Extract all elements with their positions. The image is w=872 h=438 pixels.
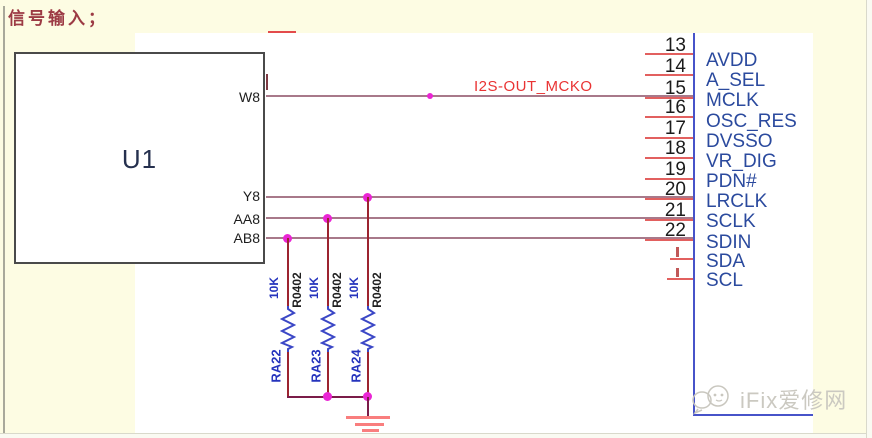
pin-number-18: 18 xyxy=(664,138,686,159)
refdes-label-ra24: RA24 xyxy=(348,349,364,383)
ic-pin-name-scl: SCL xyxy=(706,270,743,291)
ic-bottom-edge xyxy=(693,414,813,416)
page-title: 信号输入； xyxy=(8,9,108,28)
pin-number-20: 20 xyxy=(664,179,686,200)
pin-stub-20 xyxy=(645,198,694,200)
lead-ra22 xyxy=(287,352,289,398)
pin-stub-13 xyxy=(645,53,694,55)
page-right-edge xyxy=(866,0,872,438)
clipped-pin-number-sda xyxy=(676,247,679,257)
lead-ra24 xyxy=(367,352,369,398)
watermark-text: iFix爱修网 xyxy=(740,388,848,413)
ic-pin-name-dvsso: DVSSO xyxy=(706,131,773,152)
wire-sclk xyxy=(266,217,694,219)
wire-gnd-drop xyxy=(367,397,369,417)
ic-pin-name-vr-dig: VR_DIG xyxy=(706,151,777,172)
pin-number-21: 21 xyxy=(664,200,686,221)
pin-number-22: 22 xyxy=(664,220,686,241)
value-label-ra23: 10K xyxy=(307,276,321,300)
pin-number-16: 16 xyxy=(664,97,686,118)
junction-dot-gnd-2 xyxy=(363,392,372,401)
ic-pin-name-sda: SDA xyxy=(706,251,746,272)
pin-stub-15 xyxy=(645,97,694,99)
ic-pin-name-pdn: PDN# xyxy=(706,171,757,192)
u1-pin-label-y8: Y8 xyxy=(242,188,260,204)
pin-stub-14 xyxy=(645,74,694,76)
resistor-symbol-ra22 xyxy=(280,306,296,352)
value-label-ra24: 10K xyxy=(347,276,361,300)
wire-lrclk xyxy=(266,196,694,198)
pin-stub-18 xyxy=(645,157,694,159)
clipped-wire-fragment xyxy=(268,31,296,33)
value-label-ra22: 10K xyxy=(267,276,281,300)
pin-stub-scl xyxy=(667,278,694,280)
u1-pin-label-w8: W8 xyxy=(239,89,260,105)
ic-pin-name-avdd: AVDD xyxy=(706,50,758,71)
pin-stub-22 xyxy=(645,239,694,241)
pin-stub-17 xyxy=(645,137,694,139)
footprint-label-ra22: R0402 xyxy=(290,272,304,308)
ic-pin-name-lrclk: LRCLK xyxy=(706,191,768,212)
junction-dot-mcko xyxy=(427,93,433,99)
page-bottom-edge xyxy=(0,433,872,438)
footprint-label-ra23: R0402 xyxy=(330,272,344,308)
pin-number-13: 13 xyxy=(664,35,686,56)
refdes-label-ra22: RA22 xyxy=(268,349,284,383)
pin-stub-16 xyxy=(645,116,694,118)
footprint-label-ra24: R0402 xyxy=(370,272,384,308)
junction-dot-gnd-1 xyxy=(323,392,332,401)
wire-drop-ra23 xyxy=(327,218,329,306)
page-left-edge xyxy=(3,6,5,433)
ic-pin-name-osc-res: OSC_RES xyxy=(706,111,797,132)
ground-symbol-bar2 xyxy=(355,423,384,426)
u1-pin-label-aa8: AA8 xyxy=(233,211,260,227)
wire-sdin xyxy=(266,237,694,239)
wire-mclk xyxy=(266,95,694,97)
ic-pin-name-sclk: SCLK xyxy=(706,211,756,232)
ic-left-edge xyxy=(693,33,695,416)
pin-number-19: 19 xyxy=(664,159,686,180)
pin-stub-21 xyxy=(645,219,694,221)
refdes-label-ra23: RA23 xyxy=(308,349,324,383)
net-label-i2s-out-mcko: I2S-OUT_MCKO xyxy=(474,78,593,95)
component-u1-body xyxy=(14,52,265,264)
u1-pin-label-ab8: AB8 xyxy=(233,230,260,246)
wire-drop-ra22 xyxy=(287,238,289,306)
ic-pin-name-a-sel: A_SEL xyxy=(706,70,766,91)
watermark-logo-icon xyxy=(692,385,729,415)
ground-symbol-bar1 xyxy=(346,416,390,419)
pin-number-15: 15 xyxy=(664,78,686,99)
resistor-symbol-ra23 xyxy=(320,306,336,352)
pin-number-14: 14 xyxy=(664,56,686,77)
pin-stub-19 xyxy=(645,178,694,180)
wire-drop-ra24 xyxy=(367,197,369,306)
resistor-symbol-ra24 xyxy=(360,306,376,352)
ic-pin-name-sdin: SDIN xyxy=(706,232,752,253)
clipped-pin-fragment xyxy=(266,74,268,90)
component-u1-refdes: U1 xyxy=(121,144,158,174)
ic-pin-name-mclk: MCLK xyxy=(706,90,759,111)
ground-symbol-bar3 xyxy=(362,429,379,432)
pin-stub-sda xyxy=(670,258,694,260)
lead-ra23 xyxy=(327,352,329,398)
clipped-pin-number-scl xyxy=(676,268,679,277)
watermark: iFix爱修网 xyxy=(690,383,847,415)
pin-number-17: 17 xyxy=(664,118,686,139)
